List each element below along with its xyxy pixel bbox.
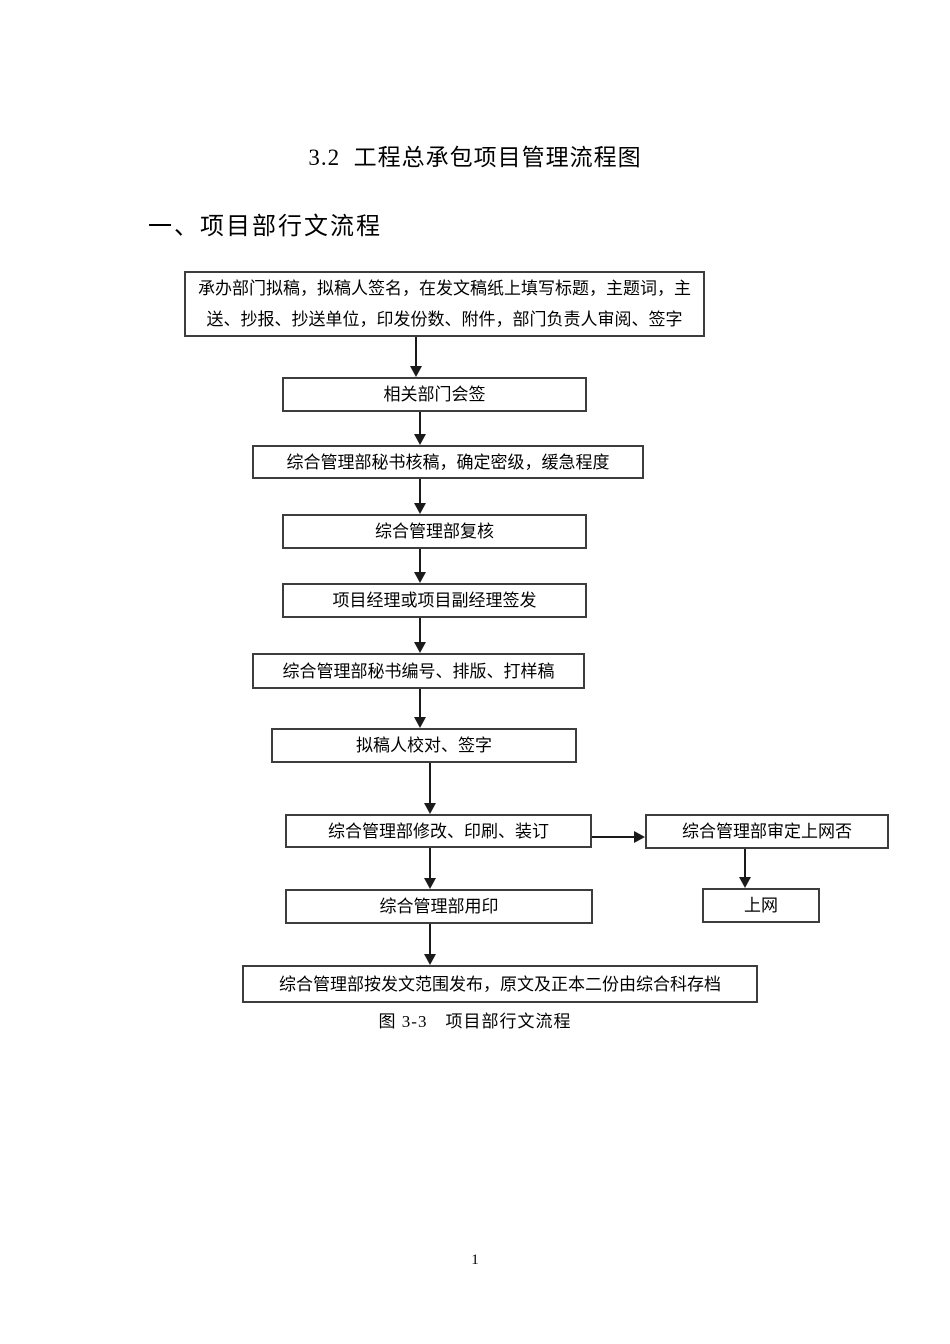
flow-node-approve-online: 综合管理部审定上网否 [645,814,889,849]
arrow-countersign-to-secretary-check [414,412,426,445]
figure-caption: 图 3-3 项目部行文流程 [378,1012,572,1031]
flow-node-countersign: 相关部门会签 [282,377,587,412]
flow-node-review: 综合管理部复核 [282,514,587,549]
flow-node-online: 上网 [702,888,820,923]
flow-node-seal: 综合管理部用印 [285,889,593,924]
arrow-number-typeset-to-proofread [414,689,426,728]
arrow-modify-print-to-seal [424,848,436,889]
flow-node-distribute-archive: 综合管理部按发文范围发布，原文及正本二份由综合科存档 [242,965,758,1003]
arrow-modify-print-to-approve-online [592,831,645,843]
doc-title: 3.2 工程总承包项目管理流程图 [308,145,642,170]
arrow-sign-off-to-number-typeset [414,618,426,653]
flow-node-proofread-sign: 拟稿人校对、签字 [271,728,577,763]
page-number: 1 [471,1252,479,1268]
arrow-draft-to-countersign [410,337,422,377]
flow-node-sign-off: 项目经理或项目副经理签发 [282,583,587,618]
section-heading: 一、项目部行文流程 [148,214,382,240]
flow-node-modify-print-bind: 综合管理部修改、印刷、装订 [285,814,592,848]
arrow-proofread-to-modify-print [424,763,436,814]
arrow-review-to-sign-off [414,549,426,583]
flow-node-secretary-check: 综合管理部秘书核稿，确定密级，缓急程度 [252,445,644,479]
arrow-secretary-check-to-review [414,479,426,514]
arrow-seal-to-distribute [424,924,436,965]
arrow-approve-online-to-online [739,849,751,888]
flow-node-draft: 承办部门拟稿，拟稿人签名，在发文稿纸上填写标题，主题词，主送、抄报、抄送单位，印… [184,271,705,337]
flow-node-number-typeset: 综合管理部秘书编号、排版、打样稿 [252,653,585,689]
